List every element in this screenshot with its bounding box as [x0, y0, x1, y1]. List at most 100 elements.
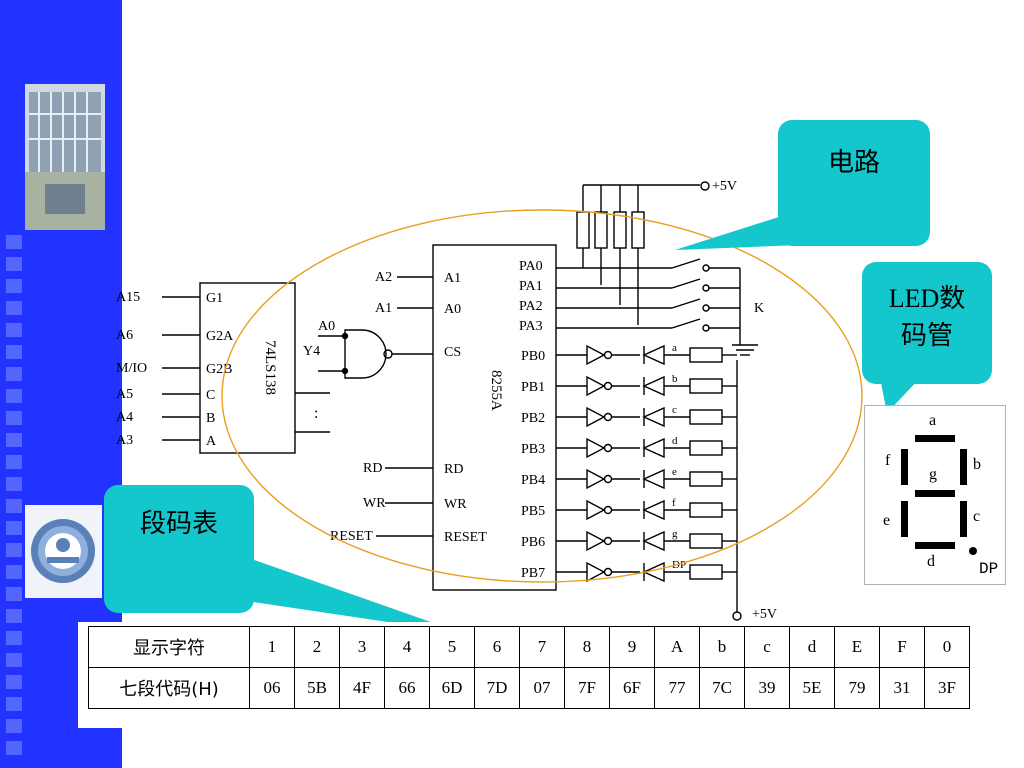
table-cell-code: 66	[384, 667, 430, 709]
port-a-label: PA2	[519, 299, 543, 314]
diode-triangle	[642, 375, 665, 397]
segment-g	[915, 490, 955, 497]
table-cell-code: 06	[249, 667, 295, 709]
buffer-bubble	[603, 350, 613, 360]
sidebar-square	[6, 389, 22, 403]
port-b-label: PB1	[521, 380, 545, 395]
table-cell-char: 4	[384, 626, 430, 668]
sidebar-square	[6, 367, 22, 381]
switch-blade	[671, 298, 701, 309]
table-cell-char: 2	[294, 626, 340, 668]
label-e: e	[883, 512, 891, 529]
table-cell-char: A	[654, 626, 700, 668]
table-cell-char: 9	[609, 626, 655, 668]
callout-table-tail	[240, 555, 462, 633]
university-logo	[25, 505, 102, 598]
switch-blade	[671, 258, 701, 269]
nand-bubble	[383, 349, 393, 359]
label-g: g	[929, 466, 937, 483]
table-cell-code: 07	[519, 667, 565, 709]
sidebar-square	[6, 235, 22, 249]
table-cell-code: 39	[744, 667, 790, 709]
segment-d	[915, 542, 955, 549]
decoder-pin-label: G2A	[206, 329, 234, 344]
port-b-label: PB5	[521, 504, 545, 519]
switch-label: K	[754, 301, 764, 316]
segment-letter-label: d	[672, 435, 678, 447]
label-b: b	[973, 456, 981, 473]
segment-resistor	[689, 533, 723, 549]
sidebar-square	[6, 631, 22, 645]
chip-left-pin-label: CS	[444, 345, 461, 360]
buffer-bubble	[603, 567, 613, 577]
chip-left-pin-label: A1	[444, 271, 461, 286]
switch-blade	[671, 318, 701, 329]
decoder-input-label: A4	[116, 410, 133, 425]
decoder-input-label: A5	[116, 387, 133, 402]
buffer-triangle	[586, 406, 606, 428]
callout-led-tail	[880, 378, 920, 413]
table-cell-code: 4F	[339, 667, 385, 709]
segment-letter-label: a	[672, 342, 677, 354]
table-cell-code: 31	[879, 667, 925, 709]
sidebar-square	[6, 411, 22, 425]
buffer-bubble	[603, 536, 613, 546]
label-dp: DP	[979, 560, 999, 578]
label-a: a	[929, 412, 937, 429]
table-cell-code: 7C	[699, 667, 745, 709]
port-a-label: PA3	[519, 319, 543, 334]
switch-contact	[702, 304, 710, 312]
table-cell-code: 3F	[924, 667, 970, 709]
sidebar-square	[6, 543, 22, 557]
sidebar-square	[6, 433, 22, 447]
gate-input-label: Y4	[303, 344, 320, 359]
table-cell-code: 6D	[429, 667, 475, 709]
decoder-pin-label: B	[206, 411, 215, 426]
segment-letter-label: e	[672, 466, 677, 478]
segment-b	[960, 449, 967, 485]
decoder-pin-label: G1	[206, 291, 223, 306]
port-b-label: PB7	[521, 566, 545, 581]
segment-resistor	[689, 502, 723, 518]
chip-left-signal-label: A2	[375, 270, 392, 285]
sidebar-square	[6, 521, 22, 535]
callout-circuit-tail	[675, 215, 800, 250]
chip-left-pin-label: WR	[444, 497, 467, 512]
callout-circuit-text: 电路	[827, 148, 880, 178]
table-cell-code: 79	[834, 667, 880, 709]
sidebar-square	[6, 301, 22, 315]
callout-table-text: 段码表	[139, 509, 218, 539]
buffer-triangle	[586, 530, 606, 552]
decoder-input-label: A3	[116, 433, 133, 448]
callout-led: LED数 码管	[862, 262, 992, 384]
row1-header: 显示字符	[88, 626, 250, 668]
label-d: d	[927, 553, 935, 570]
sidebar-square	[6, 741, 22, 755]
sidebar-square	[6, 345, 22, 359]
chip-left-pin-label: RESET	[444, 530, 487, 545]
table-cell-char: F	[879, 626, 925, 668]
table-cell-char: 7	[519, 626, 565, 668]
sidebar-square	[6, 587, 22, 601]
chip-left-signal-label: RESET	[330, 529, 373, 544]
port-b-label: PB2	[521, 411, 545, 426]
sidebar-square	[6, 565, 22, 579]
decoder-name: 74LS138	[262, 340, 278, 395]
segment-letter-label: DP	[672, 559, 686, 571]
table-cell-code: 7F	[564, 667, 610, 709]
diode-triangle	[642, 344, 665, 366]
table-cell-char: b	[699, 626, 745, 668]
decoder-input-label: M/IO	[116, 361, 147, 376]
table-cell-char: 5	[429, 626, 475, 668]
sidebar-square	[6, 477, 22, 491]
chip-left-signal-label: A1	[375, 301, 392, 316]
table-cell-char: 8	[564, 626, 610, 668]
row2-header: 七段代码(H)	[88, 667, 250, 709]
highlight-ellipse	[221, 209, 863, 583]
sidebar-square	[6, 323, 22, 337]
port-b-label: PB4	[521, 473, 545, 488]
decoder-pin-label: C	[206, 388, 215, 403]
